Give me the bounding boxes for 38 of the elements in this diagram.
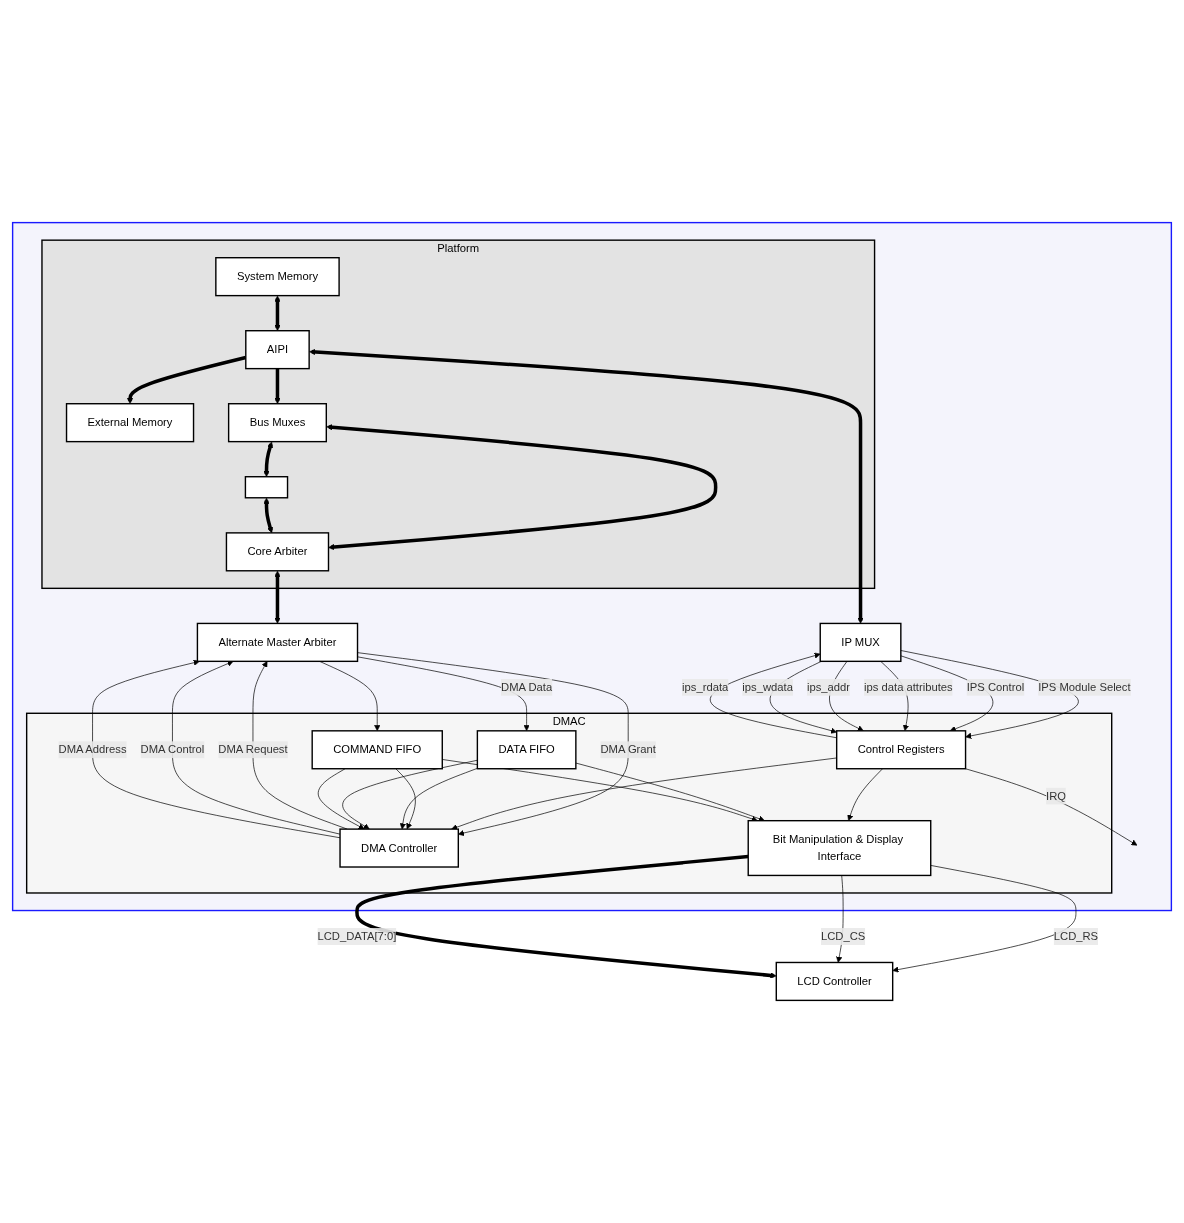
node-box: Core Arbiter xyxy=(225,532,330,572)
node-box: System Memory xyxy=(215,257,340,297)
node-box: Bit Manipulation & Display Interface xyxy=(747,819,932,877)
node-box: DMA Controller xyxy=(339,828,459,868)
arrow xyxy=(274,368,281,404)
edge-label: DMA Data xyxy=(501,680,553,693)
edge-label: LCD_CS xyxy=(820,930,866,943)
arrow xyxy=(263,497,274,534)
edge-label: ips_wdata xyxy=(742,680,793,693)
arrow xyxy=(274,570,281,624)
node-box xyxy=(244,476,289,499)
arrow xyxy=(355,854,777,979)
edge-label: DMA Grant xyxy=(600,743,656,756)
node-box: Control Registers xyxy=(835,730,967,770)
edge-label: ips_rdata xyxy=(682,680,729,693)
edge-label: DMA Request xyxy=(218,743,288,756)
edge-label: LCD_RS xyxy=(1053,930,1099,943)
arrow xyxy=(274,295,281,331)
edge-label: DMA Address xyxy=(58,743,127,756)
cluster xyxy=(11,221,1173,912)
edge-label: ips_addr xyxy=(806,680,851,693)
node-box: AIPI xyxy=(245,330,310,370)
node-box: Alternate Master Arbiter xyxy=(196,622,359,663)
edge-label: ips data attributes xyxy=(864,680,953,693)
edge-label: IRQ xyxy=(1046,789,1067,802)
node-box: External Memory xyxy=(65,403,195,443)
edge-label: IPS Control xyxy=(966,680,1025,693)
arrow xyxy=(309,348,864,624)
arrow xyxy=(263,441,274,477)
node-box: IP MUX xyxy=(819,622,902,663)
edge-label: LCD_DATA[7:0] xyxy=(317,930,397,943)
node-box: COMMAND FIFO xyxy=(311,730,443,770)
arrow xyxy=(326,424,718,551)
edge-label: DMA Control xyxy=(140,743,205,756)
node-box: LCD Controller xyxy=(775,961,894,1002)
node-box: Bus Muxes xyxy=(227,403,327,443)
edge-label: IPS Module Select xyxy=(1038,680,1131,693)
node-box: DATA FIFO xyxy=(476,730,577,770)
